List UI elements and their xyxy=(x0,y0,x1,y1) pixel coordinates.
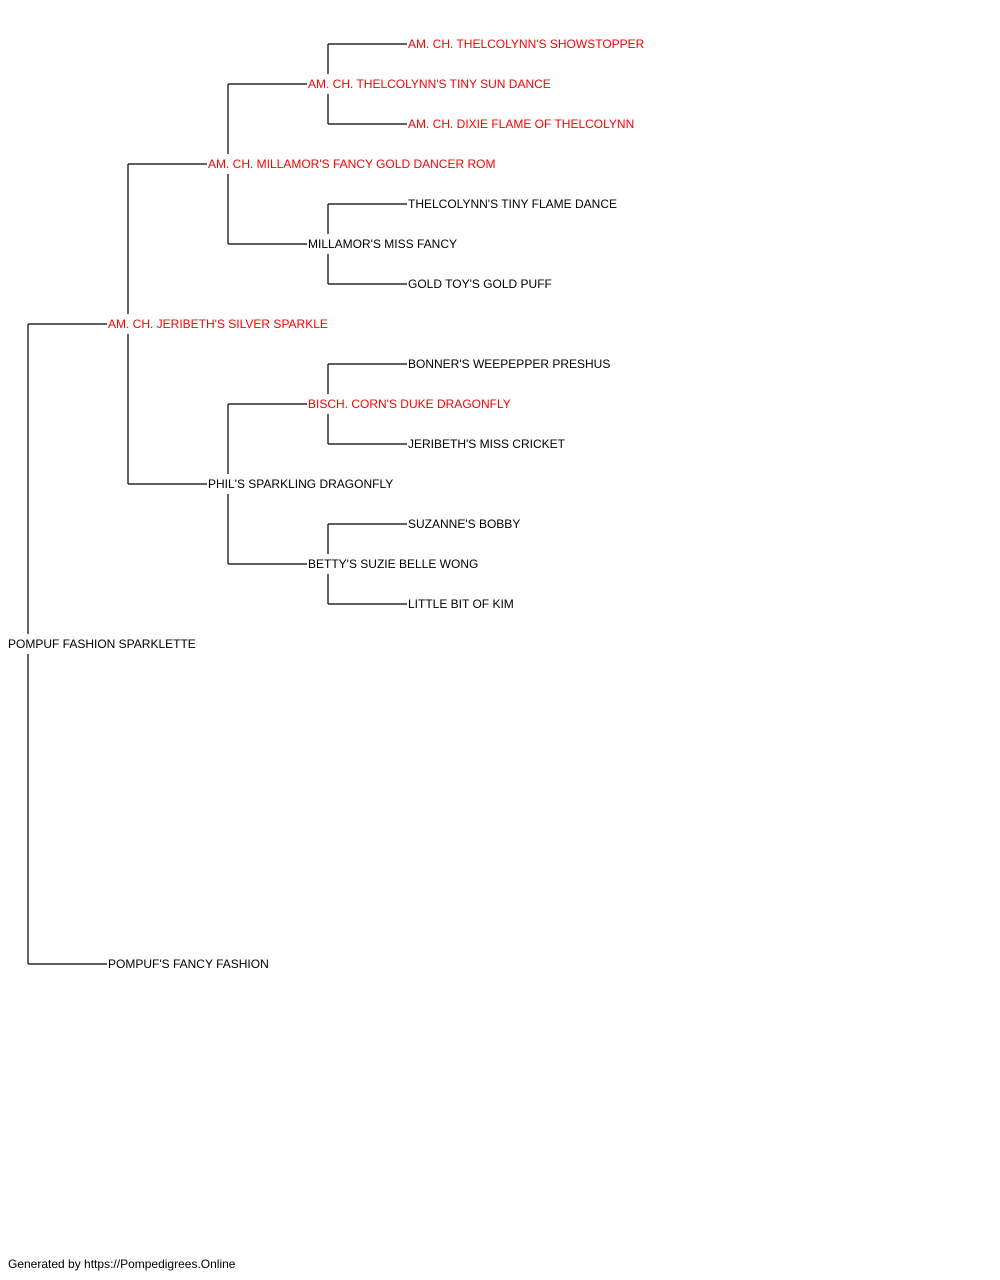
pedigree-node-gen3-sire-dam-sire[interactable]: BISCH. CORN'S DUKE DRAGONFLY xyxy=(307,397,512,411)
pedigree-node-gen1-sire[interactable]: AM. CH. JERIBETH'S SILVER SPARKLE xyxy=(107,317,329,331)
pedigree-node-gen3-sire-dam-dam[interactable]: BETTY'S SUZIE BELLE WONG xyxy=(307,557,480,571)
pedigree-node-gen2-sire-sire[interactable]: AM. CH. MILLAMOR'S FANCY GOLD DANCER ROM xyxy=(207,157,497,171)
pedigree-node-gen4-sire-dam-sire-sire[interactable]: BONNER'S WEEPEPPER PRESHUS xyxy=(407,357,612,371)
pedigree-node-gen4-sire-dam-dam-dam[interactable]: LITTLE BIT OF KIM xyxy=(407,597,515,611)
pedigree-node-gen3-sire-sire-dam[interactable]: MILLAMOR'S MISS FANCY xyxy=(307,237,458,251)
pedigree-node-gen4-sire-dam-dam-sire[interactable]: SUZANNE'S BOBBY xyxy=(407,517,522,531)
pedigree-node-gen4-sire-sire-sire-sire[interactable]: AM. CH. THELCOLYNN'S SHOWSTOPPER xyxy=(407,37,646,51)
pedigree-node-gen3-sire-sire-sire[interactable]: AM. CH. THELCOLYNN'S TINY SUN DANCE xyxy=(307,77,552,91)
pedigree-node-gen1-dam[interactable]: POMPUF'S FANCY FASHION xyxy=(107,957,270,971)
pedigree-node-gen4-sire-sire-dam-dam[interactable]: GOLD TOY'S GOLD PUFF xyxy=(407,277,553,291)
pedigree-node-gen4-sire-sire-sire-dam[interactable]: AM. CH. DIXIE FLAME OF THELCOLYNN xyxy=(407,117,636,131)
pedigree-node-gen2-sire-dam[interactable]: PHIL'S SPARKLING DRAGONFLY xyxy=(207,477,395,491)
pedigree-node-gen0-subject[interactable]: POMPUF FASHION SPARKLETTE xyxy=(7,637,197,651)
pedigree-node-gen4-sire-sire-dam-sire[interactable]: THELCOLYNN'S TINY FLAME DANCE xyxy=(407,197,619,211)
pedigree-node-gen4-sire-dam-sire-dam[interactable]: JERIBETH'S MISS CRICKET xyxy=(407,437,566,451)
generated-by-footer: Generated by https://Pompedigrees.Online xyxy=(8,1257,236,1271)
